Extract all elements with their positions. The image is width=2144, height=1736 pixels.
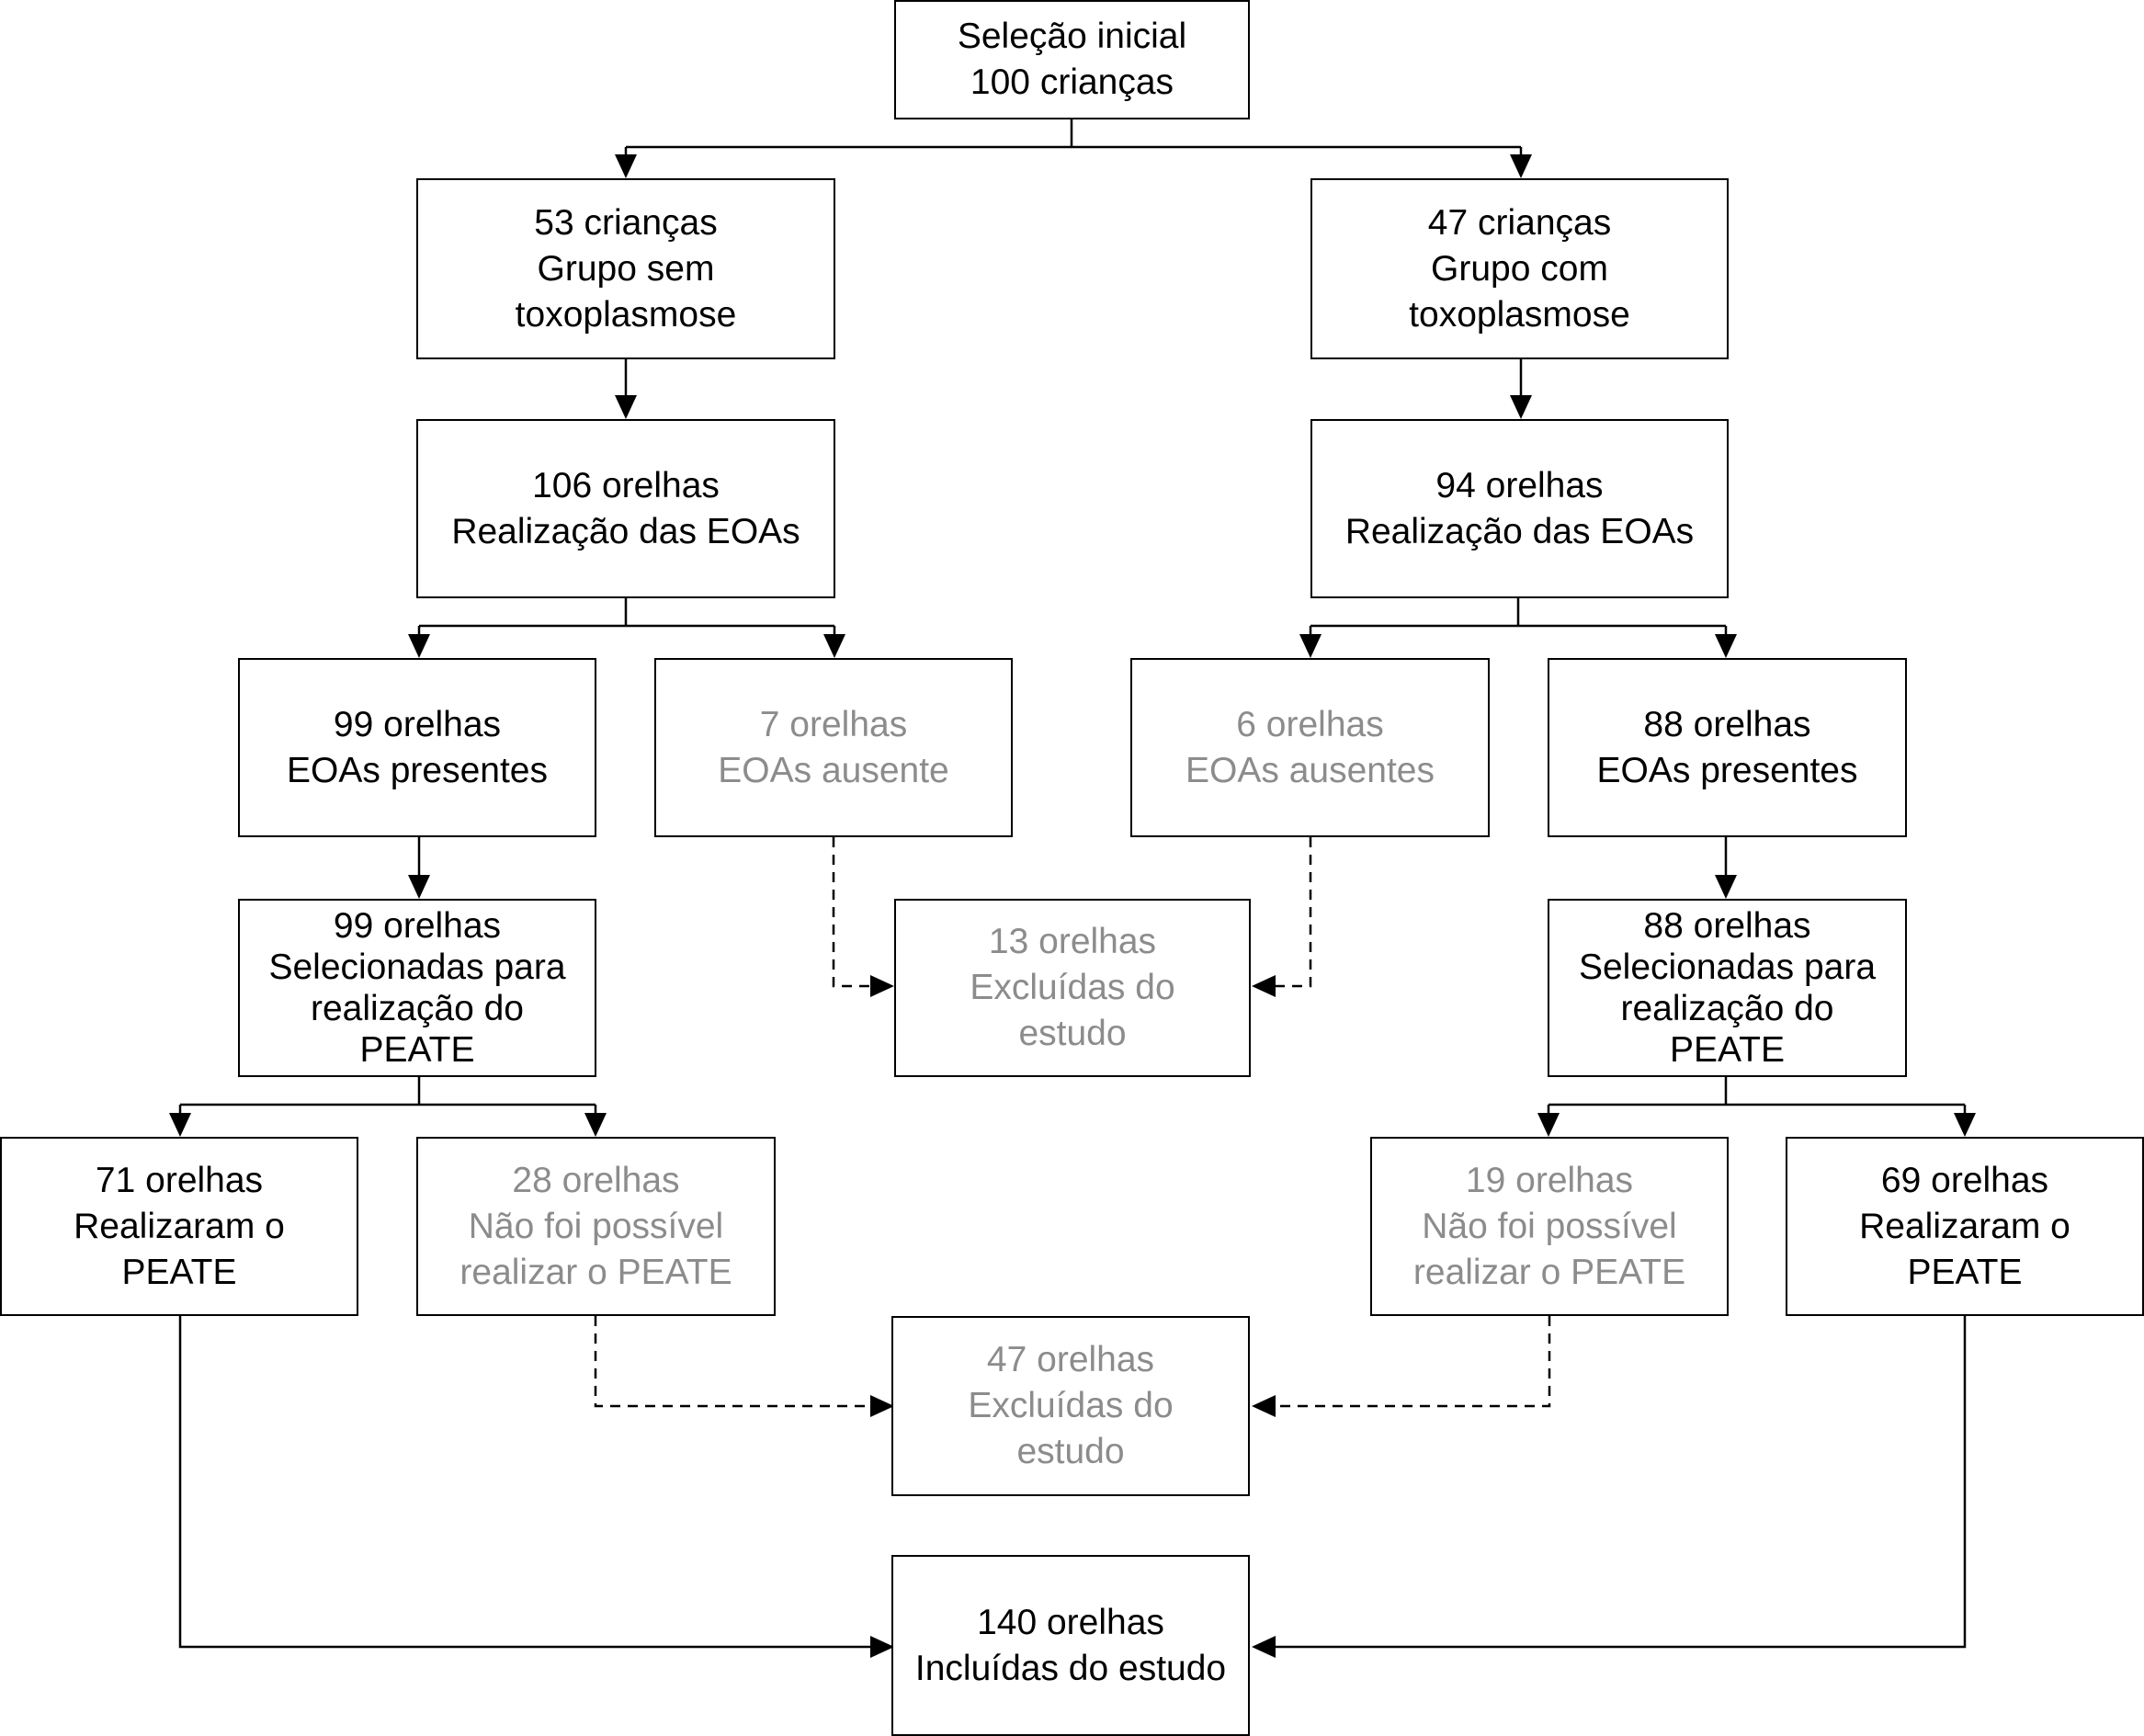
node-excluded-47: 47 orelhas Excluídas do estudo: [891, 1316, 1250, 1496]
node-line: 94 orelhas: [1435, 465, 1604, 505]
node-line: EOAs presentes: [287, 750, 548, 790]
node-eoa-right: 94 orelhas Realização das EOAs: [1310, 419, 1729, 598]
arrowhead: [823, 634, 845, 658]
node-line: estudo: [1016, 1432, 1125, 1471]
arrowhead: [584, 1113, 607, 1137]
arrowhead: [1715, 875, 1737, 899]
connector-selected-r-split: [1547, 1077, 1967, 1116]
node-line: PEATE: [121, 1252, 237, 1292]
arrowhead: [870, 1395, 894, 1417]
node-line: Realização das EOAs: [1344, 511, 1695, 551]
node-notdone-left: 28 orelhas Não foi possível realizar o P…: [416, 1137, 776, 1316]
arrowhead: [408, 875, 430, 899]
arrowhead: [1715, 634, 1737, 658]
connector-done-l: [178, 1316, 873, 1649]
node-line: 100 crianças: [970, 62, 1174, 102]
arrowhead: [615, 154, 637, 178]
node-line: PEATE: [1907, 1252, 2023, 1292]
node-line: 69 orelhas: [1880, 1160, 2049, 1200]
node-line: 99 orelhas: [333, 704, 502, 744]
node-line: realizar o PEATE: [459, 1252, 732, 1292]
dashed-absent-r: [1273, 837, 1312, 988]
node-line: 71 orelhas: [95, 1160, 264, 1200]
node-done-left: 71 orelhas Realizaram o PEATE: [0, 1137, 358, 1316]
arrowhead: [1252, 1636, 1276, 1658]
node-line: realizar o PEATE: [1412, 1252, 1686, 1292]
node-line: 13 orelhas: [988, 922, 1157, 961]
node-line: EOAs presentes: [1596, 750, 1858, 790]
arrowhead: [169, 1113, 191, 1137]
node-present-left: 99 orelhas EOAs presentes: [238, 658, 596, 837]
node-line: Selecionadas para: [1578, 947, 1877, 987]
node-selected-left: 99 orelhas Selecionadas para realização …: [238, 899, 596, 1077]
node-absent-right: 6 orelhas EOAs ausentes: [1130, 658, 1490, 837]
node-excluded-13: 13 orelhas Excluídas do estudo: [894, 899, 1251, 1077]
node-line: PEATE: [359, 1030, 475, 1070]
node-line: estudo: [1018, 1014, 1127, 1053]
node-line: 53 crianças: [534, 202, 718, 243]
node-line: Grupo com: [1431, 248, 1608, 289]
node-line: Não foi possível: [468, 1206, 724, 1246]
connector-done-r: [1273, 1316, 1967, 1649]
node-line: 106 orelhas: [532, 465, 720, 505]
node-line: 140 orelhas: [977, 1602, 1164, 1642]
node-line: realização do: [311, 989, 524, 1028]
connector-initial: [626, 119, 1521, 149]
node-line: 88 orelhas: [1643, 704, 1811, 744]
node-line: Incluídas do estudo: [914, 1648, 1227, 1688]
node-line: 88 orelhas: [1643, 906, 1811, 946]
arrowhead: [615, 395, 637, 419]
node-line: EOAs ausentes: [1185, 750, 1435, 790]
node-present-right: 88 orelhas EOAs presentes: [1548, 658, 1907, 837]
dashed-notdone-r: [1273, 1316, 1551, 1408]
arrowhead: [870, 1636, 894, 1658]
dashed-notdone-l: [594, 1316, 873, 1408]
arrowhead: [1299, 634, 1322, 658]
arrowhead: [1510, 154, 1532, 178]
arrowhead: [1252, 975, 1276, 997]
node-line: 19 orelhas: [1465, 1160, 1634, 1200]
arrowhead: [1252, 1395, 1276, 1417]
node-no-toxoplasmosis: 53 crianças Grupo sem toxoplasmose: [416, 178, 835, 359]
arrowhead: [1537, 1113, 1560, 1137]
node-line: Excluídas do: [968, 1386, 1174, 1425]
arrowhead: [1510, 395, 1532, 419]
node-line: 47 orelhas: [986, 1340, 1155, 1379]
node-line: toxoplasmose: [1409, 294, 1630, 335]
connector-selected-l-split: [178, 1077, 597, 1116]
node-toxoplasmosis: 47 crianças Grupo com toxoplasmose: [1310, 178, 1729, 359]
node-line: Realização das EOAs: [451, 511, 800, 551]
node-line: Não foi possível: [1422, 1206, 1677, 1246]
node-line: Excluídas do: [970, 968, 1175, 1007]
arrowhead: [1954, 1113, 1976, 1137]
node-selected-right: 88 orelhas Selecionadas para realização …: [1548, 899, 1907, 1077]
node-line: EOAs ausente: [718, 750, 949, 790]
node-notdone-right: 19 orelhas Não foi possível realizar o P…: [1370, 1137, 1729, 1316]
node-line: realização do: [1620, 989, 1834, 1028]
node-line: Realizaram o: [74, 1206, 285, 1246]
connector-eoa-left-split: [417, 598, 836, 637]
node-line: PEATE: [1670, 1030, 1785, 1070]
node-done-right: 69 orelhas Realizaram o PEATE: [1786, 1137, 2144, 1316]
node-line: 6 orelhas: [1236, 704, 1384, 744]
dashed-absent-l: [832, 837, 873, 988]
connector-eoa-right-split: [1309, 598, 1728, 637]
node-absent-left: 7 orelhas EOAs ausente: [654, 658, 1013, 837]
node-included: 140 orelhas Incluídas do estudo: [891, 1555, 1250, 1736]
arrowhead: [408, 634, 430, 658]
node-line: 47 crianças: [1427, 202, 1612, 243]
node-line: 99 orelhas: [333, 906, 502, 946]
node-initial: Seleção inicial 100 crianças: [894, 0, 1250, 119]
node-line: Realizaram o: [1859, 1206, 2070, 1246]
node-line: Seleção inicial: [957, 17, 1187, 56]
node-line: 28 orelhas: [512, 1160, 680, 1200]
node-line: 7 orelhas: [759, 704, 908, 744]
node-line: Selecionadas para: [268, 947, 566, 987]
node-eoa-left: 106 orelhas Realização das EOAs: [416, 419, 835, 598]
node-line: toxoplasmose: [515, 294, 737, 335]
node-line: Grupo sem: [537, 248, 715, 289]
arrowhead: [870, 975, 894, 997]
